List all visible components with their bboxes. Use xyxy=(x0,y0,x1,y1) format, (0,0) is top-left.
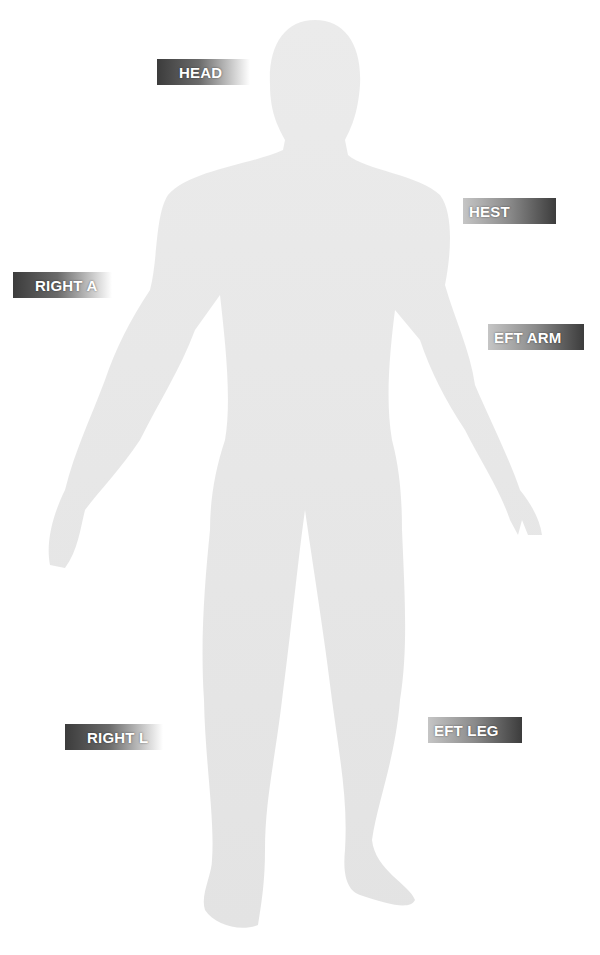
body-part-label: RIGHT A xyxy=(35,277,98,294)
body-part-label: RIGHT L xyxy=(87,729,148,746)
body-part-label: HEAD xyxy=(179,64,222,81)
label-tab: HEST xyxy=(463,198,556,224)
label-tab: HEAD xyxy=(157,59,250,85)
label-tab: EFT ARM xyxy=(488,324,584,350)
label-tab: RIGHT A xyxy=(13,272,112,298)
label-tab: RIGHT L xyxy=(65,724,163,750)
human-figure xyxy=(49,20,542,928)
body-part-label: HEST xyxy=(469,203,510,220)
body-part-label: EFT ARM xyxy=(494,329,562,346)
label-tab: EFT LEG xyxy=(428,717,522,743)
body-part-label: EFT LEG xyxy=(434,722,499,739)
